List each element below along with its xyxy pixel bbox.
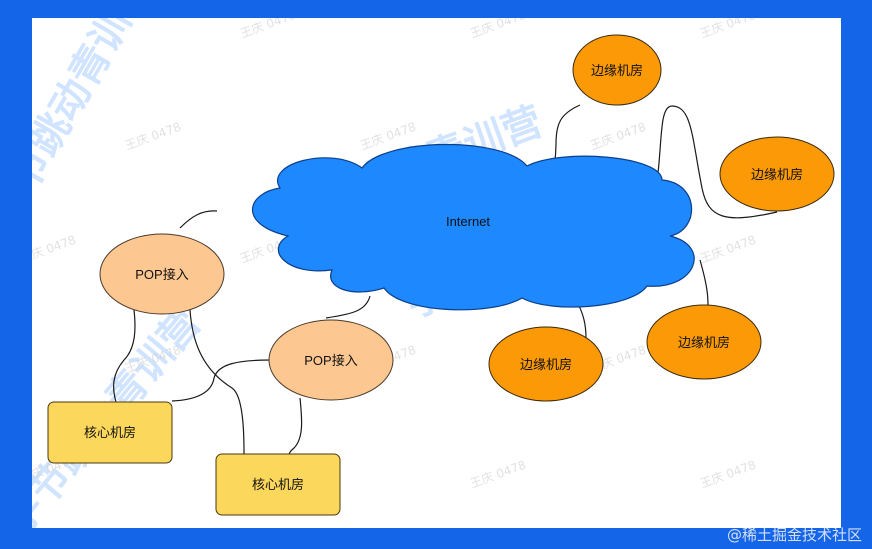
source-watermark: @稀土掘金技术社区 [726,526,862,544]
internet-cloud [252,143,695,311]
edge-datacenter-label: 边缘机房 [591,63,643,78]
user-watermark: 王庆 0478 [123,120,183,153]
brand-watermark: 字节跳动青训营 [32,18,161,233]
edge-datacenter-label: 边缘机房 [751,167,803,182]
edge-datacenter-label: 边缘机房 [678,335,730,350]
edge-datacenter-node [572,34,662,106]
user-watermark: 王庆 0478 [588,120,648,153]
connector-internet-pop1 [179,210,218,229]
core-datacenter-node [47,401,173,464]
pop-access-node [268,319,394,401]
connector-pop1-core2 [189,309,245,455]
internet-label: Internet [446,214,490,229]
connector-pop1-core1 [113,309,136,403]
pop-access-label: POP接入 [304,353,357,368]
connector-internet-pop2 [325,295,371,319]
user-watermark: 王庆 0478 [32,233,78,266]
edge-datacenter-label: 边缘机房 [520,357,572,372]
user-watermark: 王庆 0478 [238,18,298,41]
edge-datacenter-node [488,326,604,402]
connector-pop2-core2 [288,397,303,456]
edge-datacenter-node [646,304,762,380]
user-watermark: 王庆 0478 [468,18,528,41]
user-watermark: 王庆 0478 [698,18,758,41]
core-datacenter-label: 核心机房 [252,477,304,492]
pop-access-label: POP接入 [135,267,188,282]
user-watermark: 王庆 0478 [698,233,758,266]
user-watermark: 王庆 0478 [698,458,758,491]
pop-access-node [99,233,225,315]
user-watermark: 王庆 0478 [468,458,528,491]
connector-pop2-core1 [171,359,273,402]
connector-internet-edge2 [657,105,778,219]
core-datacenter-node [215,453,341,516]
diagram-canvas: 字节跳动青训营 字节跳动青训营 字节跳动青训营 字节跳动青训营 王庆 0478 … [32,18,841,528]
edge-datacenter-node [719,136,835,212]
core-datacenter-label: 核心机房 [84,425,136,440]
connector-internet-edge3 [699,259,709,307]
network-diagram: 字节跳动青训营 字节跳动青训营 字节跳动青训营 字节跳动青训营 王庆 0478 … [32,18,835,528]
